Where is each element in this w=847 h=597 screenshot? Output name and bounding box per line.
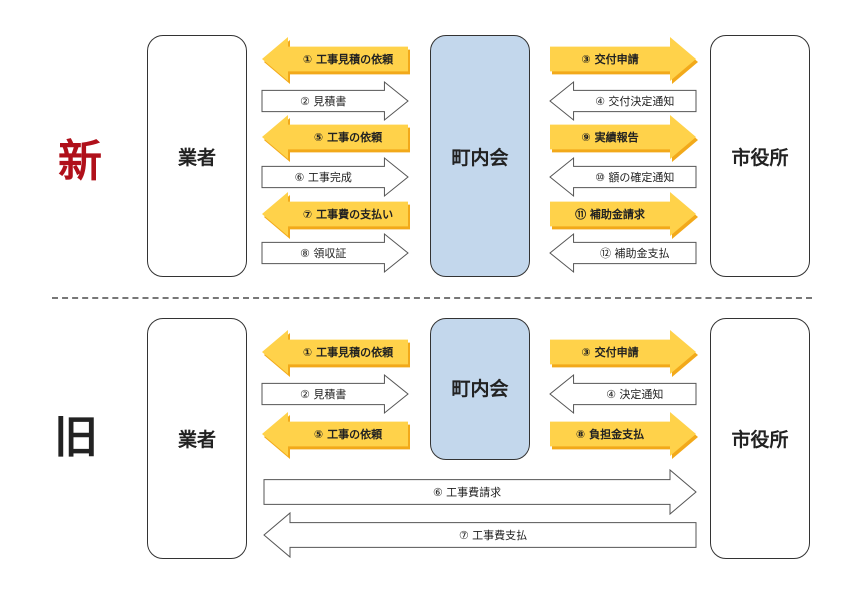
arrow-new-7: ⑦ 工事費の支払い <box>262 192 410 239</box>
arrow-label: ⑧ 領収証 <box>300 247 347 260</box>
arrow-shape <box>549 373 697 415</box>
arrow-shape <box>549 156 697 198</box>
arrow-label: ⑥ 工事費請求 <box>432 486 502 499</box>
arrow-old-8: ⑧ 負担金支払 <box>550 412 698 459</box>
arrow-label: ④ 決定通知 <box>606 388 664 401</box>
arrow-shape <box>549 232 697 274</box>
city-office-box-old: 市役所 <box>710 318 810 559</box>
arrow-old-1: ① 工事見積の依頼 <box>262 330 410 377</box>
arrow-label: ⑦ 工事費の支払い <box>302 208 394 221</box>
arrow-shape <box>262 115 410 162</box>
arrow-new-6: ⑥ 工事完成 <box>261 156 409 198</box>
arrow-label: ① 工事見積の依頼 <box>302 53 394 66</box>
city-office-box-new: 市役所 <box>710 35 810 277</box>
arrow-new-10: ⑩ 額の確定通知 <box>549 156 697 198</box>
arrow-old-4: ④ 決定通知 <box>549 373 697 415</box>
arrow-label: ⑤ 工事の依頼 <box>313 131 383 144</box>
arrow-shape <box>550 192 698 239</box>
arrow-shape <box>262 412 410 459</box>
arrow-new-1: ① 工事見積の依頼 <box>262 37 410 84</box>
arrow-shape <box>262 37 410 84</box>
arrow-new-3: ③ 交付申請 <box>550 37 698 84</box>
arrow-shape <box>550 412 698 459</box>
arrow-shape <box>550 115 698 162</box>
arrow-label: ③ 交付申請 <box>581 346 639 359</box>
arrow-shape <box>262 330 410 377</box>
arrow-new-2: ② 見積書 <box>261 80 409 122</box>
arrow-new-8: ⑧ 領収証 <box>261 232 409 274</box>
arrow-shape <box>263 468 697 516</box>
arrow-old-6-long: ⑥ 工事費請求 <box>263 468 697 516</box>
arrow-shape <box>261 232 409 274</box>
arrow-label: ⑥ 工事完成 <box>294 171 352 184</box>
arrow-label: ⑪ 補助金請求 <box>575 208 645 221</box>
arrow-old-7-long: ⑦ 工事費支払 <box>263 511 697 559</box>
association-box-old: 町内会 <box>430 318 530 460</box>
arrow-shape <box>550 330 698 377</box>
arrow-label: ② 見積書 <box>300 95 347 108</box>
arrow-new-9: ⑨ 実績報告 <box>550 115 698 162</box>
arrow-old-3: ③ 交付申請 <box>550 330 698 377</box>
arrow-new-5: ⑤ 工事の依頼 <box>262 115 410 162</box>
arrow-shape <box>262 192 410 239</box>
arrow-label: ⑦ 工事費支払 <box>458 529 528 542</box>
arrow-label: ⑩ 額の確定通知 <box>595 171 675 184</box>
contractor-box-new: 業者 <box>147 35 247 277</box>
arrow-new-11: ⑪ 補助金請求 <box>550 192 698 239</box>
arrow-new-12: ⑫ 補助金支払 <box>549 232 697 274</box>
arrow-old-5: ⑤ 工事の依頼 <box>262 412 410 459</box>
arrow-label: ⑫ 補助金支払 <box>600 247 670 260</box>
arrow-shape <box>263 511 697 559</box>
arrow-label: ① 工事見積の依頼 <box>302 346 394 359</box>
old-label: 旧 <box>54 412 98 463</box>
arrow-label: ③ 交付申請 <box>581 53 639 66</box>
arrow-label: ② 見積書 <box>300 388 347 401</box>
arrow-label: ⑨ 実績報告 <box>581 131 639 144</box>
section-divider <box>52 297 812 299</box>
arrow-old-2: ② 見積書 <box>261 373 409 415</box>
new-label: 新 <box>58 136 102 187</box>
arrow-new-4: ④ 交付決定通知 <box>549 80 697 122</box>
arrow-shape <box>261 156 409 198</box>
arrow-shape <box>261 373 409 415</box>
arrow-shape <box>550 37 698 84</box>
arrow-label: ⑤ 工事の依頼 <box>313 428 383 441</box>
association-box-new: 町内会 <box>430 35 530 277</box>
arrow-label: ⑧ 負担金支払 <box>575 428 645 441</box>
arrow-label: ④ 交付決定通知 <box>595 95 675 108</box>
arrow-shape <box>549 80 697 122</box>
arrow-shape <box>261 80 409 122</box>
contractor-box-old: 業者 <box>147 318 247 559</box>
